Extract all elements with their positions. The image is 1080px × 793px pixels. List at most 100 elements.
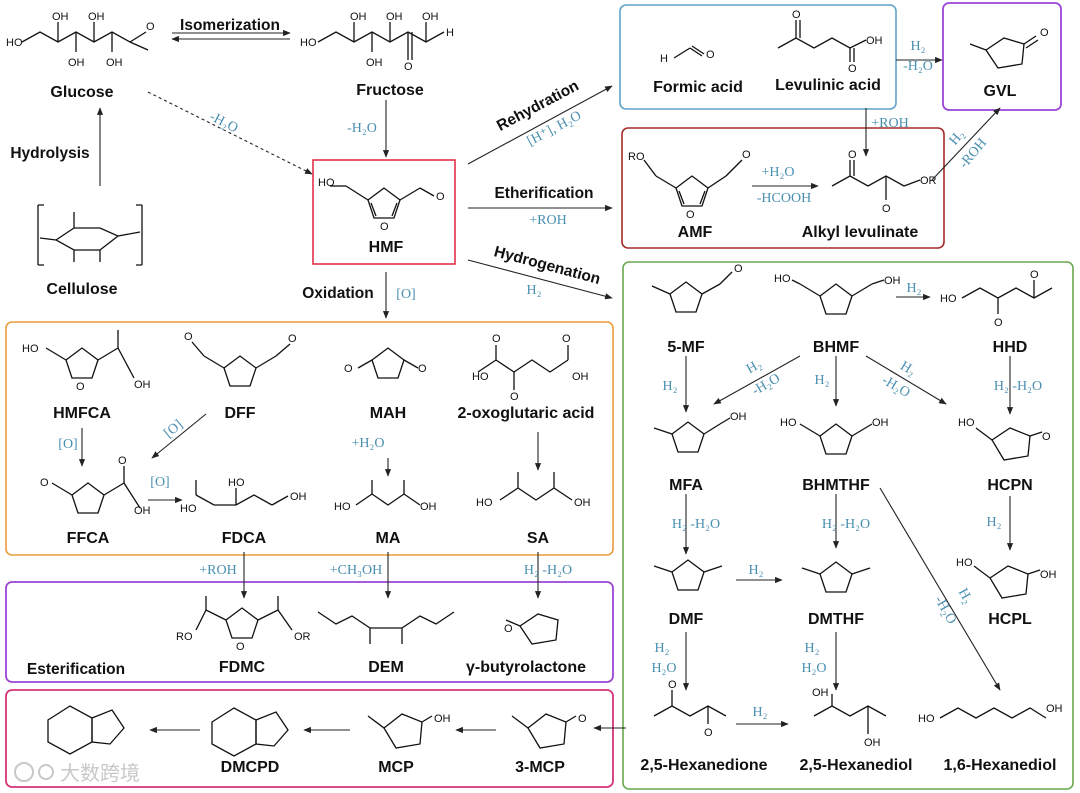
svg-text:OR: OR (920, 175, 937, 187)
label-fdmc: FDMC (219, 659, 266, 676)
svg-text:O: O (1042, 431, 1051, 443)
svg-text:O: O (76, 381, 85, 393)
box-oxidation (5, 321, 614, 556)
svg-text:O: O (686, 209, 695, 221)
cond-dmf-hexanedione-h2: H₂ (655, 641, 670, 656)
svg-text:H: H (446, 27, 454, 39)
cond-bhmthf-dmthf: H₂ -H₂O (822, 517, 870, 532)
svg-text:O: O (734, 263, 743, 275)
label-fructose: Fructose (356, 82, 424, 99)
label-dff: DFF (224, 405, 255, 422)
svg-text:HO: HO (334, 501, 351, 513)
svg-text:OH: OH (730, 411, 747, 423)
svg-text:HO: HO (780, 417, 797, 429)
alkyl-levulinate-structure (831, 160, 921, 200)
svg-text:O: O (184, 331, 193, 343)
process-hydrolysis: Hydrolysis (10, 145, 89, 162)
svg-text:O: O (848, 63, 857, 75)
svg-text:O: O (742, 149, 751, 161)
watermark-logo-icon (14, 762, 34, 782)
fdca-structure (195, 480, 289, 506)
label-hexanedione: 2,5-Hexanedione (640, 757, 767, 774)
svg-text:HO: HO (228, 477, 245, 489)
svg-text:OH: OH (1040, 569, 1057, 581)
cond-mah-ma: +H₂O (352, 436, 385, 451)
svg-text:OH: OH (1046, 703, 1063, 715)
cond-bhmf-hhd: H₂ (907, 281, 922, 296)
svg-text:O: O (288, 333, 297, 345)
cond-bhmthf-hexanediol-h2o: -H₂O (931, 594, 959, 627)
cond-hhd-hcpn: H₂ -H₂O (994, 379, 1042, 394)
svg-text:O: O (562, 333, 571, 345)
hmf-structure (330, 185, 435, 219)
bhmthf-structure (799, 423, 873, 455)
svg-text:OH: OH (134, 505, 151, 517)
svg-text:OH: OH (812, 687, 829, 699)
label-sa: SA (527, 530, 550, 547)
svg-text:O: O (706, 49, 715, 61)
svg-text:O: O (380, 221, 389, 233)
svg-text:OH: OH (872, 417, 889, 429)
svg-text:HO: HO (6, 37, 23, 49)
svg-text:HO: HO (956, 557, 973, 569)
box-hydrogenation (622, 261, 1074, 790)
hcpn-structure (975, 427, 1043, 461)
cond-mfa-dmf: H₂ -H₂O (672, 517, 720, 532)
svg-text:HO: HO (476, 497, 493, 509)
svg-text:O: O (1030, 269, 1039, 281)
svg-text:OR: OR (294, 631, 311, 643)
label-amf: AMF (678, 224, 713, 241)
box-hmf (312, 159, 456, 265)
svg-text:OH: OH (290, 491, 307, 503)
formic-acid-structure (673, 45, 705, 59)
svg-text:HO: HO (472, 371, 489, 383)
cond-dmthf-hexanediol-h2o: H₂O (801, 661, 826, 676)
svg-text:HO: HO (22, 343, 39, 355)
label-mcp3: 3-MCP (515, 759, 565, 776)
label-dmthf: DMTHF (808, 611, 864, 628)
levulinic-acid-structure (777, 20, 867, 62)
svg-text:O: O (578, 713, 587, 725)
label-gbl: γ-butyrolactone (466, 659, 586, 676)
hexanediol16-structure (939, 707, 1047, 719)
svg-text:O: O (848, 149, 857, 161)
label-hhd: HHD (993, 339, 1028, 356)
svg-text:OH: OH (420, 501, 437, 513)
mcp3-structure (511, 713, 577, 749)
cond-dmf-hexanedione-h2o: H₂O (651, 661, 676, 676)
gbl-structure (505, 613, 559, 645)
cellulose-structure (37, 204, 143, 266)
watermark: 大数跨境 (14, 761, 140, 785)
svg-text:OH: OH (52, 11, 69, 23)
watermark-text: 大数跨境 (60, 761, 140, 785)
svg-text:OH: OH (68, 57, 85, 69)
svg-text:OH: OH (88, 11, 105, 23)
cond-oxidation: [O] (396, 287, 415, 302)
svg-text:O: O (40, 477, 49, 489)
label-bhmf: BHMF (813, 339, 859, 356)
label-mcp: MCP (378, 759, 414, 776)
svg-text:O: O (882, 203, 891, 215)
svg-text:O: O (492, 333, 501, 345)
svg-text:OH: OH (574, 497, 591, 509)
svg-text:OH: OH (134, 379, 151, 391)
svg-text:HO: HO (774, 273, 791, 285)
svg-text:H: H (660, 53, 668, 65)
svg-text:O: O (418, 363, 427, 375)
cond-hexanedione-hexanediol: H₂ (753, 705, 768, 720)
cond-hydrogenation: H₂ (527, 283, 542, 298)
hmfca-structure (45, 330, 135, 379)
cond-bhmf-bhmthf: H₂ (815, 373, 830, 388)
box-alkyl-levulinate (621, 127, 945, 249)
cond-amf-hcooh: -HCOOH (757, 191, 811, 206)
mah-structure (357, 347, 419, 379)
label-dmcpd: DMCPD (221, 759, 280, 776)
svg-text:OH: OH (884, 275, 901, 287)
mfa-structure (653, 417, 731, 453)
cond-fdca-fdmc: +ROH (199, 563, 236, 578)
svg-text:O: O (704, 727, 713, 739)
fdmc-structure (195, 596, 293, 639)
svg-text:HO: HO (300, 37, 317, 49)
label-levulinic-acid: Levulinic acid (775, 77, 881, 94)
